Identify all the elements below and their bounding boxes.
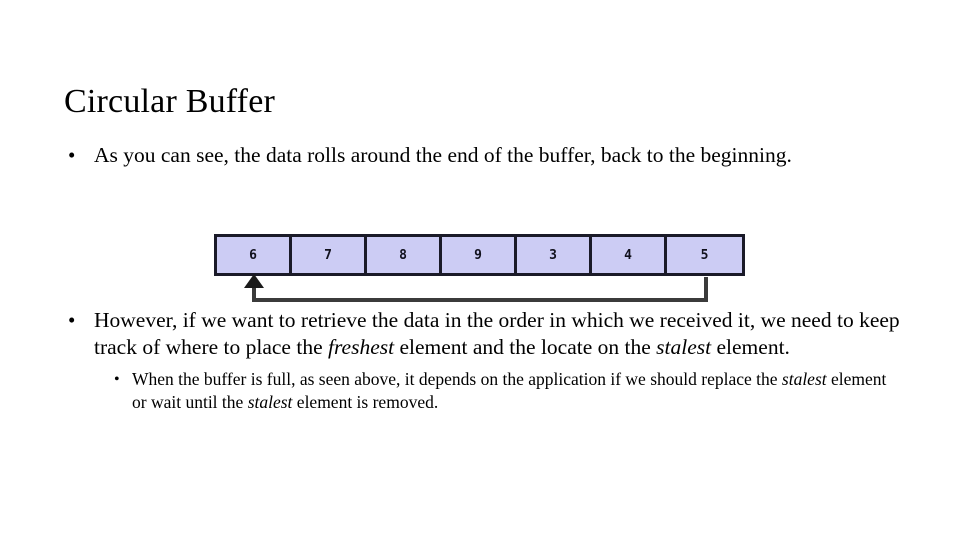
page-title: Circular Buffer: [64, 82, 276, 120]
bullet-text-2-run-5: element.: [711, 335, 790, 359]
bullet-item-3: • When the buffer is full, as seen above…: [64, 368, 904, 414]
bullet-text-3-run-3: element or wait until the: [132, 369, 887, 412]
slide-body: • As you can see, the data rolls around …: [64, 142, 904, 414]
bullet-item-2: • However, if we want to retrieve the da…: [64, 307, 904, 361]
bullet-marker: •: [68, 308, 76, 332]
connector-right-riser: [704, 277, 708, 302]
connector-left-riser: [252, 285, 256, 302]
connector-horizontal-segment: [252, 298, 708, 302]
term-stalest: stalest: [781, 369, 827, 389]
bullet-text-2-run-1: However, if we want to retrieve the data…: [94, 308, 900, 359]
term-stalest: stalest: [247, 392, 293, 412]
bullet-text-3-run-5: element is removed.: [292, 392, 439, 412]
bullet-marker: •: [68, 143, 76, 167]
bullet-text-1: As you can see, the data rolls around th…: [94, 142, 904, 169]
bullet-text-2-run-3: element and the locate on the: [394, 335, 657, 359]
buffer-cell: 6: [217, 237, 292, 273]
arrow-up-icon: [244, 274, 264, 288]
bullet-marker: •: [114, 371, 120, 388]
buffer-cell: 3: [517, 237, 592, 273]
buffer-cell: 8: [367, 237, 442, 273]
bullet-text-1-run-1: As you can see, the data rolls around th…: [94, 143, 792, 167]
buffer-cell: 5: [667, 237, 742, 273]
buffer-cell: 9: [442, 237, 517, 273]
bullet-item-1: • As you can see, the data rolls around …: [64, 142, 904, 169]
bullet-text-3-run-1: When the buffer is full, as seen above, …: [132, 369, 782, 389]
term-freshest: freshest: [328, 335, 395, 359]
bullet-text-3: When the buffer is full, as seen above, …: [132, 368, 904, 414]
bullet-text-2: However, if we want to retrieve the data…: [94, 307, 904, 361]
wraparound-connector: [214, 274, 746, 306]
buffer-cell: 4: [592, 237, 667, 273]
buffer-cell: 7: [292, 237, 367, 273]
term-stalest: stalest: [656, 335, 712, 359]
